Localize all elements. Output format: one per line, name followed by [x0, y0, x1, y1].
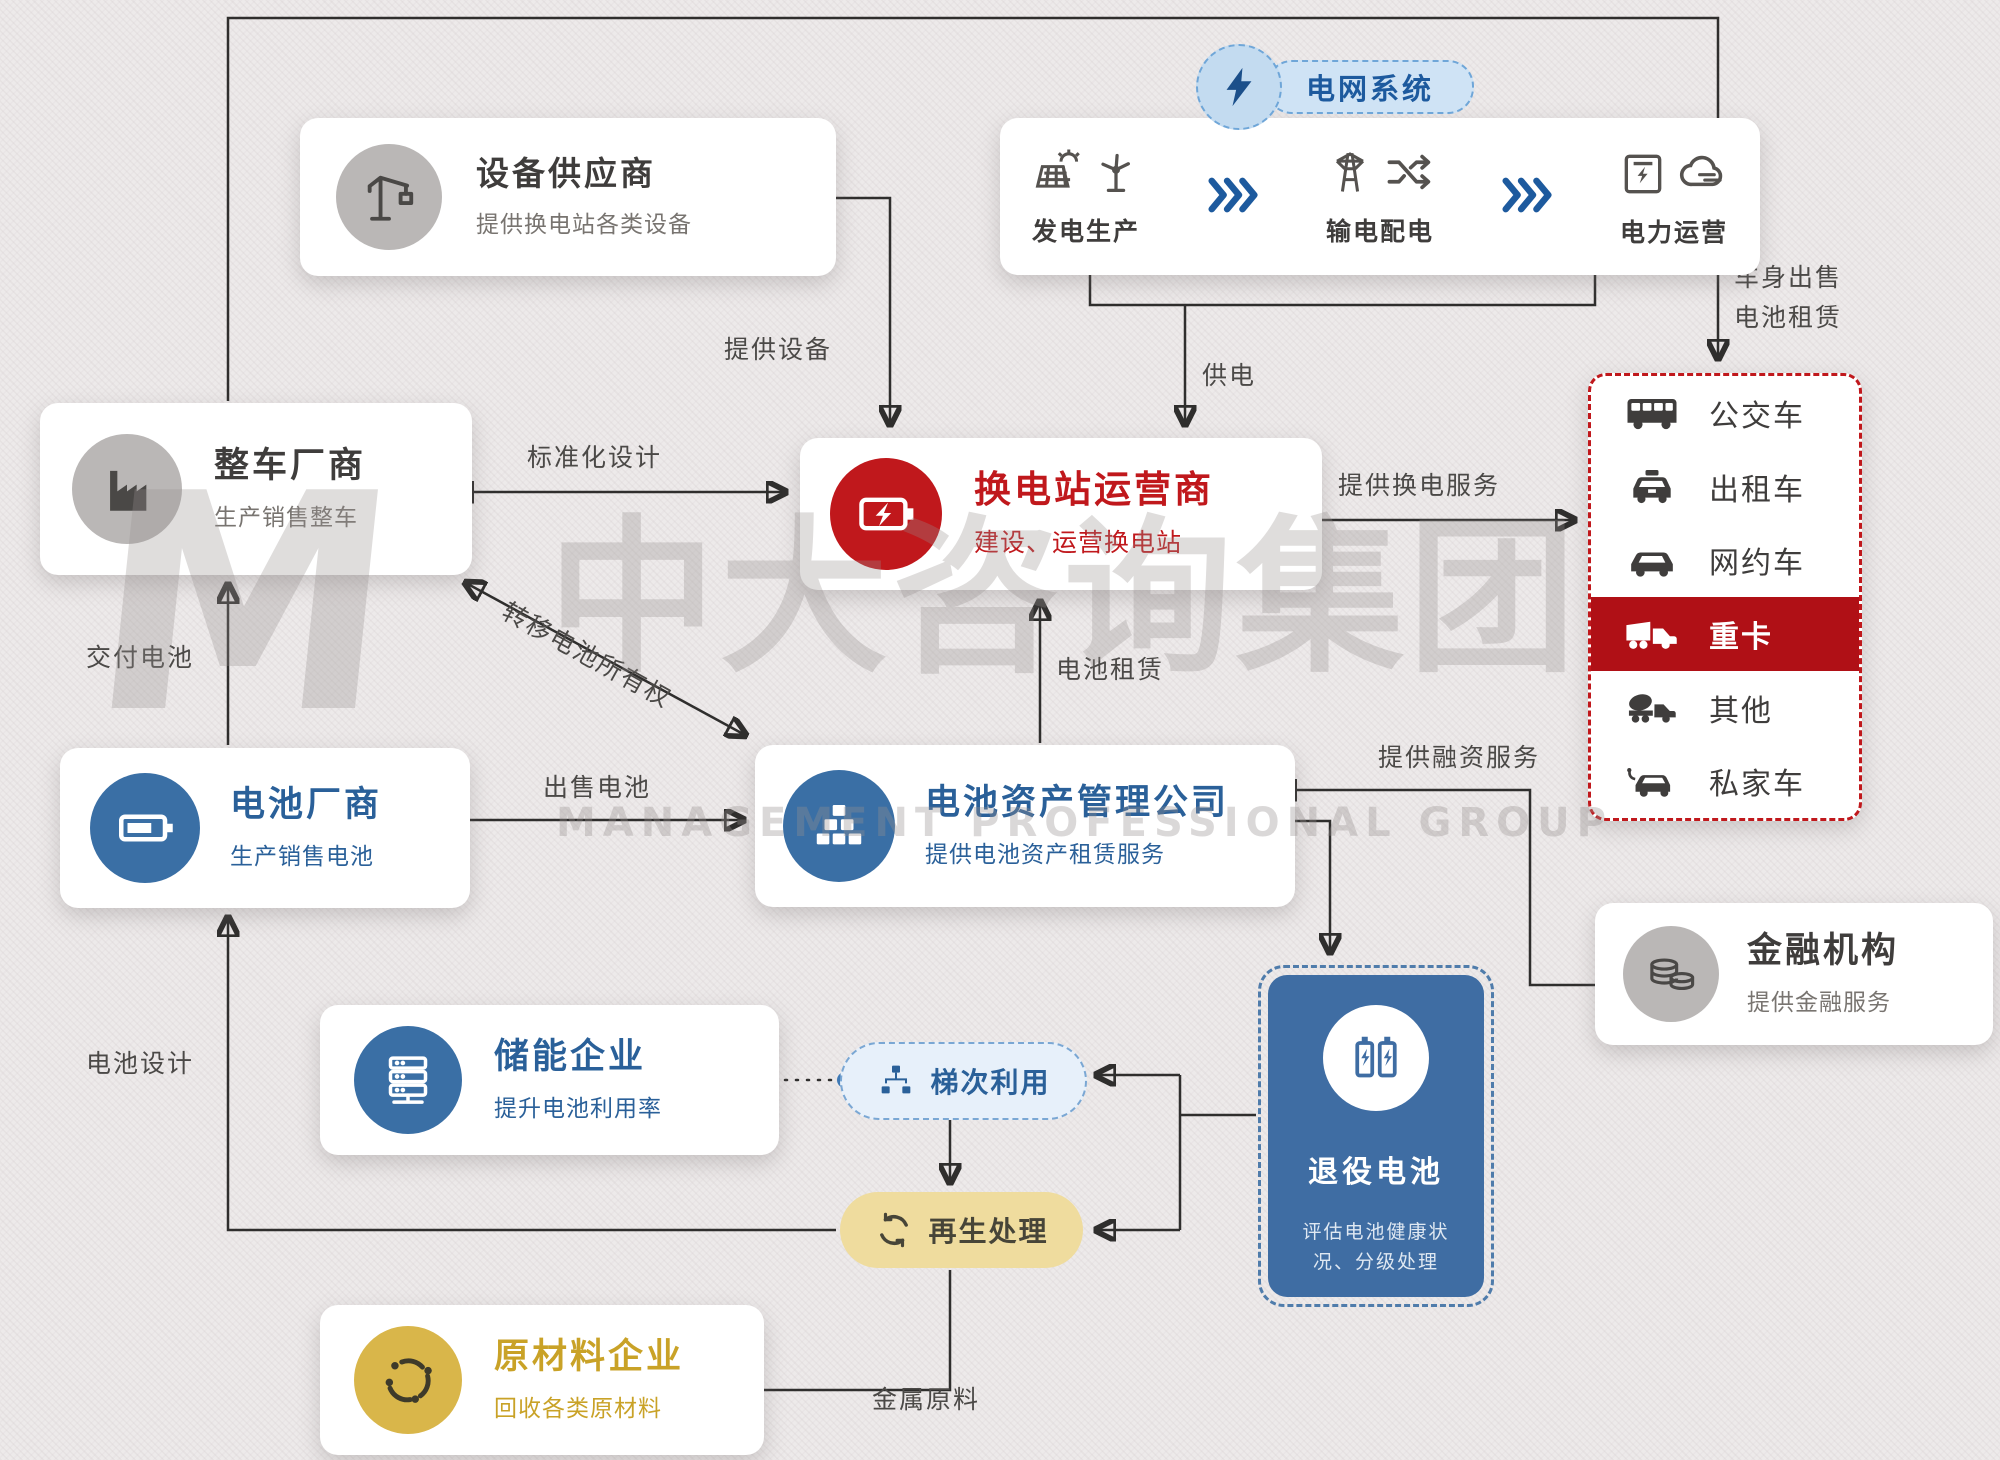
vehicle-label: 私家车 [1709, 767, 1805, 803]
node-subtitle: 生产销售整车 [214, 505, 358, 532]
vehicle-row-bus: 公交车 [1591, 376, 1859, 450]
edge-label-deliver-battery: 交付电池 [86, 643, 195, 672]
hierarchy-icon [876, 1061, 916, 1101]
edge-metal-materials-line [742, 1270, 952, 1390]
lightning-icon [1196, 44, 1282, 130]
bus-icon [1621, 392, 1683, 434]
recycle-arrows-icon [354, 1326, 462, 1434]
node-title: 设备供应商 [476, 154, 656, 194]
node-title: 原材料企业 [494, 1336, 685, 1377]
edge-label-financing: 提供融资服务 [1378, 743, 1541, 772]
grid-step-generation: 发电生产 [1030, 146, 1142, 248]
pill-regeneration: 再生处理 [840, 1192, 1083, 1268]
grid-step-label: 发电生产 [1031, 216, 1140, 246]
vehicle-label: 出租车 [1709, 472, 1805, 508]
node-title: 储能企业 [494, 1036, 647, 1077]
taxi-icon [1621, 467, 1683, 507]
vehicle-label: 其他 [1709, 693, 1773, 729]
grid-step-transmission: 输电配电 [1324, 146, 1436, 248]
node-title: 换电站运营商 [974, 467, 1214, 511]
edge-label-provide-equipment: 提供设备 [724, 335, 833, 364]
vehicle-row-other: 其他 [1591, 671, 1859, 745]
grid-step-label: 输电配电 [1325, 216, 1434, 246]
node-subtitle: 生产销售电池 [230, 844, 374, 871]
retired-subtitle-line1: 评估电池健康状 [1302, 1221, 1450, 1243]
factory-icon [72, 434, 182, 544]
node-battery-maker: 电池厂商 生产销售电池 [60, 748, 470, 908]
node-raw-materials: 原材料企业 回收各类原材料 [320, 1305, 764, 1455]
vehicle-row-heavy-truck: 重卡 [1591, 597, 1859, 671]
retired-battery-box: 退役电池 评估电池健康状 况、分级处理 [1268, 975, 1484, 1297]
node-subtitle: 提供电池资产租赁服务 [925, 842, 1165, 869]
vehicle-row-ridehail: 网约车 [1591, 523, 1859, 597]
power-meter-icon [1618, 149, 1668, 203]
edge-label-power-supply: 供电 [1202, 361, 1257, 390]
crane-icon [336, 144, 442, 250]
edge-label-sell-battery: 出售电池 [543, 773, 652, 802]
node-finance: 金融机构 提供金融服务 [1595, 903, 1993, 1045]
recycle-icon [874, 1210, 914, 1250]
wind-turbine-icon [1090, 146, 1142, 202]
grid-step-label: 电力运营 [1619, 217, 1728, 247]
ev-car-icon [1621, 760, 1683, 802]
node-title: 金融机构 [1747, 930, 1900, 971]
retired-batteries-icon [1323, 1005, 1429, 1111]
car-icon [1621, 540, 1683, 580]
vehicles-panel: 公交车 出租车 网约车 重卡 其他 私家车 [1588, 373, 1862, 821]
vehicle-label: 公交车 [1709, 398, 1805, 434]
edge-label-standard-design: 标准化设计 [527, 443, 663, 472]
pill-label: 再生处理 [928, 1215, 1049, 1248]
node-title: 电池资产管理公司 [925, 782, 1230, 823]
coins-icon [1623, 926, 1719, 1022]
solar-panel-icon [1030, 146, 1082, 202]
shuffle-icon [1384, 146, 1436, 202]
chevrons-icon [1207, 177, 1259, 217]
node-subtitle: 提供金融服务 [1747, 990, 1891, 1017]
node-grid-system: 发电生产 输电配电 电力运营 [1000, 118, 1760, 275]
node-energy-storage: 储能企业 提升电池利用率 [320, 1005, 779, 1155]
battery-swap-icon [830, 458, 942, 570]
server-rack-icon [354, 1026, 462, 1134]
vehicle-row-private-car: 私家车 [1591, 744, 1859, 818]
edge-label-battery-lease: 电池租赁 [1056, 655, 1165, 684]
grid-step-operation: 电力运营 [1618, 145, 1730, 249]
edge-label-swap-service: 提供换电服务 [1338, 471, 1501, 500]
node-subtitle: 提升电池利用率 [494, 1096, 662, 1123]
node-title: 整车厂商 [214, 445, 367, 486]
node-oem: 整车厂商 生产销售整车 [40, 403, 472, 575]
chevrons-icon [1501, 177, 1553, 217]
pill-cascade-use: 梯次利用 [840, 1042, 1087, 1120]
power-tower-icon [1324, 146, 1376, 202]
mixer-truck-icon [1621, 687, 1683, 729]
vehicle-label: 重卡 [1709, 619, 1773, 655]
edge-retired-feed-line [1178, 1075, 1256, 1230]
grid-system-badge-label: 电网系统 [1305, 72, 1434, 106]
retired-subtitle-line2: 况、分级处理 [1312, 1251, 1439, 1274]
edge-label-transfer-ownership: 转移电池所有权 [497, 596, 677, 714]
edge-label-battery-design: 电池设计 [86, 1049, 195, 1078]
retired-subtitle: 评估电池健康状 况、分级处理 [1302, 1217, 1449, 1278]
edge-label-body-sale-line2: 电池租赁 [1734, 303, 1843, 332]
pill-label: 梯次利用 [930, 1066, 1051, 1099]
node-swap-operator: 换电站运营商 建设、运营换电站 [800, 438, 1322, 590]
node-subtitle: 回收各类原材料 [494, 1396, 662, 1423]
cloud-icon [1676, 145, 1730, 203]
edge-label-metal-materials: 金属原料 [872, 1385, 981, 1414]
node-subtitle: 提供换电站各类设备 [476, 211, 692, 238]
vehicle-row-taxi: 出租车 [1591, 450, 1859, 524]
grid-system-badge: 电网系统 [1266, 60, 1474, 114]
edge-financing-line [1278, 790, 1595, 987]
asset-stack-icon [783, 770, 895, 882]
vehicle-label: 网约车 [1709, 546, 1805, 582]
retired-title: 退役电池 [1308, 1155, 1444, 1190]
battery-icon [90, 773, 200, 883]
edge-grid-bracket-line [1088, 275, 1597, 307]
node-asset-mgmt: 电池资产管理公司 提供电池资产租赁服务 [755, 745, 1295, 907]
truck-icon [1621, 613, 1683, 655]
node-equipment-supplier: 设备供应商 提供换电站各类设备 [300, 118, 836, 276]
node-title: 电池厂商 [230, 784, 383, 825]
node-retired-battery: 退役电池 评估电池健康状 况、分级处理 [1258, 965, 1494, 1307]
node-subtitle: 建设、运营换电站 [974, 528, 1183, 558]
